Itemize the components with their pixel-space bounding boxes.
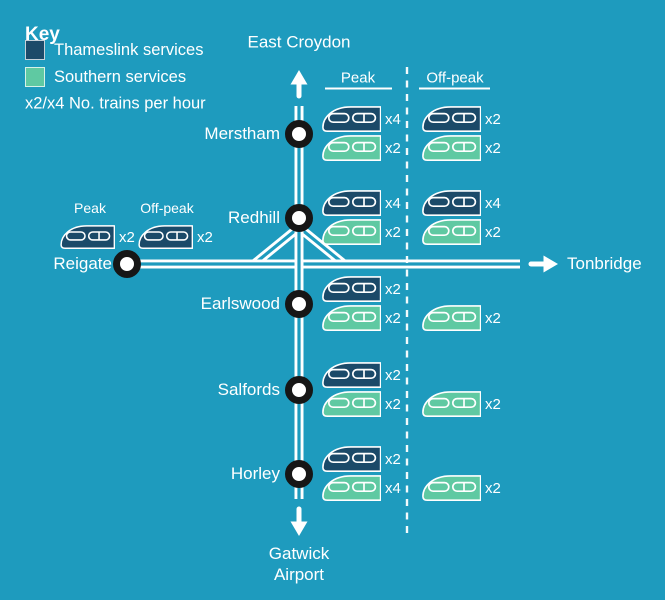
legend-item-southern: Southern services [25,67,186,87]
station-marker-earlswood [285,290,313,318]
train-icon [422,475,481,501]
trains-per-hour: x4 [485,194,501,212]
train-icon [322,475,381,501]
terminal-east-croydon: East Croydon [247,32,351,52]
service-southern: x2 [322,391,401,417]
column-header-offpeak: Off-peak [426,69,484,87]
service-southern: x2 [422,219,501,245]
train-icon [322,106,381,132]
terminal-gatwick-airport: Gatwick Airport [268,544,330,584]
station-markers [113,120,313,488]
service-southern: x2 [322,305,401,331]
service-southern: x4 [322,475,401,501]
train-icon [422,305,481,331]
train-icon [138,225,193,249]
train-icon [60,225,115,249]
service-southern: x2 [422,391,501,417]
service-thameslink: x2 [60,224,135,250]
trains-per-hour: x4 [385,110,401,128]
station-label-horley: Horley [230,464,280,483]
service-thameslink: x2 [322,276,401,302]
station-marker-redhill [285,204,313,232]
trains-per-hour: x2 [385,450,401,468]
service-southern: x2 [422,135,501,161]
station-label-reigate: Reigate [53,254,112,273]
trains-per-hour: x2 [385,139,401,157]
arrow-south-icon [290,506,308,536]
redhill-junction-diagonals [251,225,347,268]
key-note: x2/x4 No. trains per hour [25,94,206,113]
trains-per-hour: x2 [385,366,401,384]
trains-per-hour: x2 [385,309,401,327]
train-icon [422,219,481,245]
train-icon [322,305,381,331]
train-icon [422,190,481,216]
trains-per-hour: x2 [485,479,501,497]
trains-per-hour: x2 [197,228,213,246]
train-icon [422,135,481,161]
column-header-peak: Peak [340,69,376,87]
station-label-earlswood: Earlswood [200,294,280,313]
reigate-header-peak: Peak [74,200,106,216]
station-marker-salfords [285,376,313,404]
station-label-merstham: Merstham [204,124,280,143]
trains-per-hour: x2 [119,228,135,246]
station-label-salfords: Salfords [217,380,280,399]
service-southern: x2 [422,475,501,501]
thameslink-color-swatch [25,40,45,60]
station-marker-reigate [113,250,141,278]
trains-per-hour: x2 [485,139,501,157]
reigate-header-offpeak: Off-peak [140,200,194,216]
trains-per-hour: x2 [485,223,501,241]
trains-per-hour: x4 [385,479,401,497]
train-icon [322,362,381,388]
service-thameslink: x2 [322,362,401,388]
station-label-redhill: Redhill [228,208,280,227]
service-thameslink: x4 [422,190,501,216]
service-thameslink: x4 [322,106,401,132]
trains-per-hour: x2 [385,223,401,241]
trains-per-hour: x4 [385,194,401,212]
legend-label: Thameslink services [54,40,204,59]
train-icon [322,391,381,417]
trains-per-hour: x2 [485,110,501,128]
station-marker-horley [285,460,313,488]
train-icon [422,391,481,417]
legend-item-thameslink: Thameslink services [25,40,203,60]
arrow-east-icon [528,255,558,273]
service-thameslink: x2 [138,224,213,250]
service-southern: x2 [322,219,401,245]
trains-per-hour: x2 [385,280,401,298]
legend-label: Southern services [54,67,187,86]
train-icon [322,135,381,161]
station-marker-merstham [285,120,313,148]
service-thameslink: x2 [422,106,501,132]
train-icon [422,106,481,132]
trains-per-hour: x2 [385,395,401,413]
key-title: Key [25,24,60,45]
trains-per-hour: x2 [485,395,501,413]
arrow-north-icon [290,70,308,99]
train-icon [322,190,381,216]
service-southern: x2 [422,305,501,331]
southern-color-swatch [25,67,45,87]
service-southern: x2 [322,135,401,161]
service-thameslink: x4 [322,190,401,216]
service-thameslink: x2 [322,446,401,472]
train-icon [322,219,381,245]
trains-per-hour: x2 [485,309,501,327]
train-icon [322,276,381,302]
train-icon [322,446,381,472]
terminal-tonbridge: Tonbridge [567,254,642,273]
